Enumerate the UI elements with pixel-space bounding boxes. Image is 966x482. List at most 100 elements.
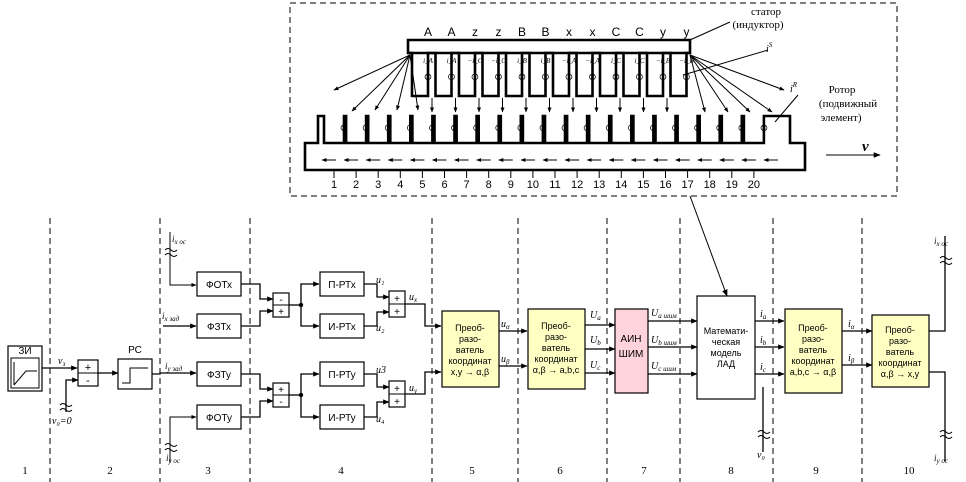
section-number: 1 <box>22 465 28 477</box>
svg-text:+: + <box>278 307 284 318</box>
stator-current: i_B <box>541 57 551 65</box>
machine-to-model-link <box>689 195 728 297</box>
phase-letter: y <box>684 25 690 39</box>
svg-text:модель: модель <box>711 348 742 358</box>
fotx-block: ФОТх <box>196 271 242 297</box>
field-line <box>396 54 411 111</box>
v0-label: v₀=0 <box>52 416 72 427</box>
svg-text:Математи-: Математи- <box>704 326 749 336</box>
iy-zad-label: iy зад <box>165 361 183 373</box>
rotor-conductor: ⊙ <box>583 123 591 134</box>
phase-letter: C <box>635 25 644 39</box>
svg-text:+: + <box>394 384 400 395</box>
stator-current: −i_A <box>585 57 600 65</box>
slot-number: 16 <box>659 179 671 191</box>
slot-number: 1 <box>331 179 337 191</box>
Ua-label: Ua <box>590 310 601 322</box>
section-numbers: 1 2 3 4 5 6 7 8 9 10 <box>22 465 915 477</box>
rotor-current-arrows <box>321 98 778 162</box>
stator-conductor: ⊗ <box>518 72 526 83</box>
svg-text:координат: координат <box>878 358 921 368</box>
zi-block: ЗИ <box>7 345 43 392</box>
field-line <box>333 54 411 91</box>
ia-label: ia <box>760 309 767 321</box>
rotor-conductors: ⊗⊙⊙⊙⊙⊗⊙⊙⊙⊙⊙⊙⊙⊙⊙⊙⊗⊗⊗⊗ <box>340 123 768 134</box>
svg-text:АИН: АИН <box>620 334 641 345</box>
stator-conductor: ⊙ <box>471 72 479 83</box>
sum-uy: + + <box>388 380 406 408</box>
stator-label-2: (индуктор) <box>732 19 783 31</box>
rotor-conductor: ⊗ <box>716 123 724 134</box>
rotor-conductor: ⊗ <box>760 123 768 134</box>
rotor-conductor: ⊙ <box>627 123 635 134</box>
prtx-label: П-РТх <box>328 280 355 291</box>
ic-label: ic <box>760 362 767 374</box>
slot-number: 5 <box>419 179 425 191</box>
svg-text:Преоб-: Преоб- <box>885 325 915 335</box>
ain-shim-block: АИН ШИМ <box>614 308 649 394</box>
slot-number: 8 <box>486 179 492 191</box>
field-lines <box>333 54 785 113</box>
slot-number: 2 <box>353 179 359 191</box>
fzty-block: ФЗТу <box>196 361 242 387</box>
rotor-label-1: Ротор <box>829 84 856 96</box>
sum-x: - + <box>272 292 290 318</box>
section-dividers <box>49 218 863 482</box>
slot-number: 11 <box>549 179 560 191</box>
fztx-label: ФЗТх <box>207 322 231 333</box>
slot-number: 18 <box>704 179 716 191</box>
rotor-conductor: ⊙ <box>495 123 503 134</box>
v0-out-label: v₀ <box>757 450 765 461</box>
slot-number: 15 <box>637 179 649 191</box>
svg-text:+: + <box>394 307 400 318</box>
ix-oc-label: ix ос <box>172 234 187 246</box>
slot-number: 3 <box>375 179 381 191</box>
phase-letter: z <box>472 25 478 39</box>
rotor-conductor: ⊙ <box>428 123 436 134</box>
u3-label: u3 <box>376 365 386 376</box>
phase-letter: z <box>496 25 502 39</box>
rs-block: РС <box>117 345 153 390</box>
stator-conductor: ⊙ <box>565 72 573 83</box>
stator-current: −i_B <box>679 57 694 65</box>
stator-current: i_A <box>423 57 433 65</box>
rotor-current-label: iR <box>790 81 798 95</box>
field-line <box>689 54 751 113</box>
rotor-conductor: ⊙ <box>362 123 370 134</box>
slot-number: 20 <box>748 179 760 191</box>
svg-text:ШИМ: ШИМ <box>619 349 644 360</box>
stator-current: −i_C <box>468 57 483 65</box>
field-line <box>689 54 785 91</box>
phase-letter: x <box>566 25 572 39</box>
Ub-label: Ub <box>590 335 601 347</box>
rotor-conductor: ⊗ <box>450 123 458 134</box>
slot-number: 17 <box>681 179 693 191</box>
section-number: 10 <box>904 465 916 477</box>
phase-letter: B <box>541 25 549 39</box>
foty-label: ФОТу <box>206 413 232 424</box>
stator-label-1: статор <box>751 6 782 18</box>
rotor-conductor: ⊙ <box>406 123 414 134</box>
stator-conductor: ⊗ <box>612 72 620 83</box>
conv-ab-xy-block: Преоб- разо- ватель координат α,β → x,y <box>871 314 930 388</box>
field-line <box>689 54 773 113</box>
phase-letter: A <box>447 25 455 39</box>
sum-ux: + + <box>388 290 406 318</box>
field-line <box>351 54 411 112</box>
svg-text:ЛАД: ЛАД <box>717 359 735 369</box>
iy-oc-out-label: iy ос <box>934 453 949 465</box>
svg-text:Преоб-: Преоб- <box>455 323 485 333</box>
svg-text:координат: координат <box>534 354 577 364</box>
svg-text:координат: координат <box>791 356 834 366</box>
rotor-label-2: (подвижный <box>819 98 877 110</box>
Uc-shim-label: Uc шим <box>651 361 677 373</box>
field-line <box>409 54 420 111</box>
foty-block: ФОТу <box>196 404 242 430</box>
svg-text:ческая: ческая <box>712 337 740 347</box>
section-number: 6 <box>557 465 563 477</box>
vz-label: vз <box>58 356 65 368</box>
